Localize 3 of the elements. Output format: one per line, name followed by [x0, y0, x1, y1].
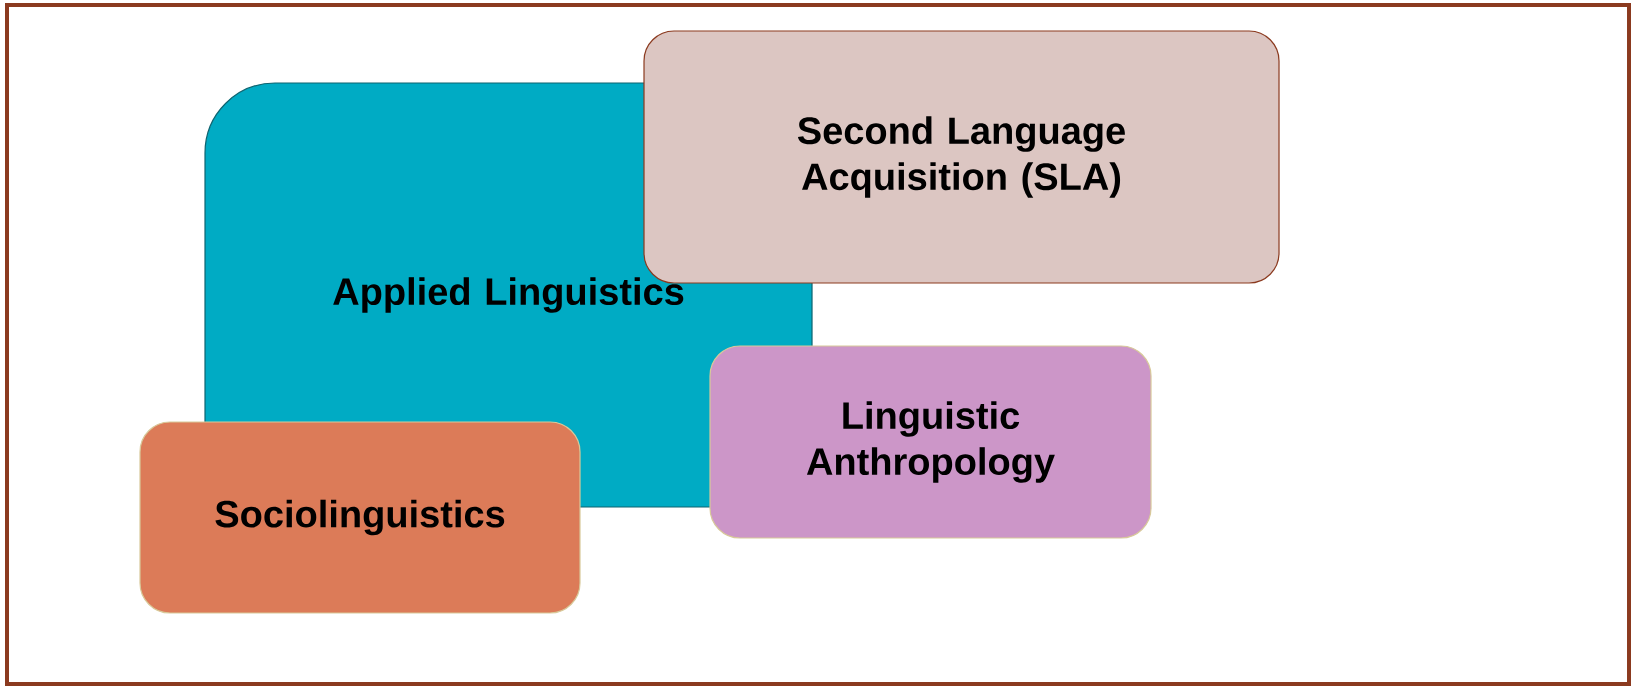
area-box: Second Language Acquisition (SLA) — [643, 30, 1280, 284]
area-box: Sociolinguistics — [139, 421, 581, 614]
area-box: Linguistic Anthropology — [709, 345, 1152, 539]
